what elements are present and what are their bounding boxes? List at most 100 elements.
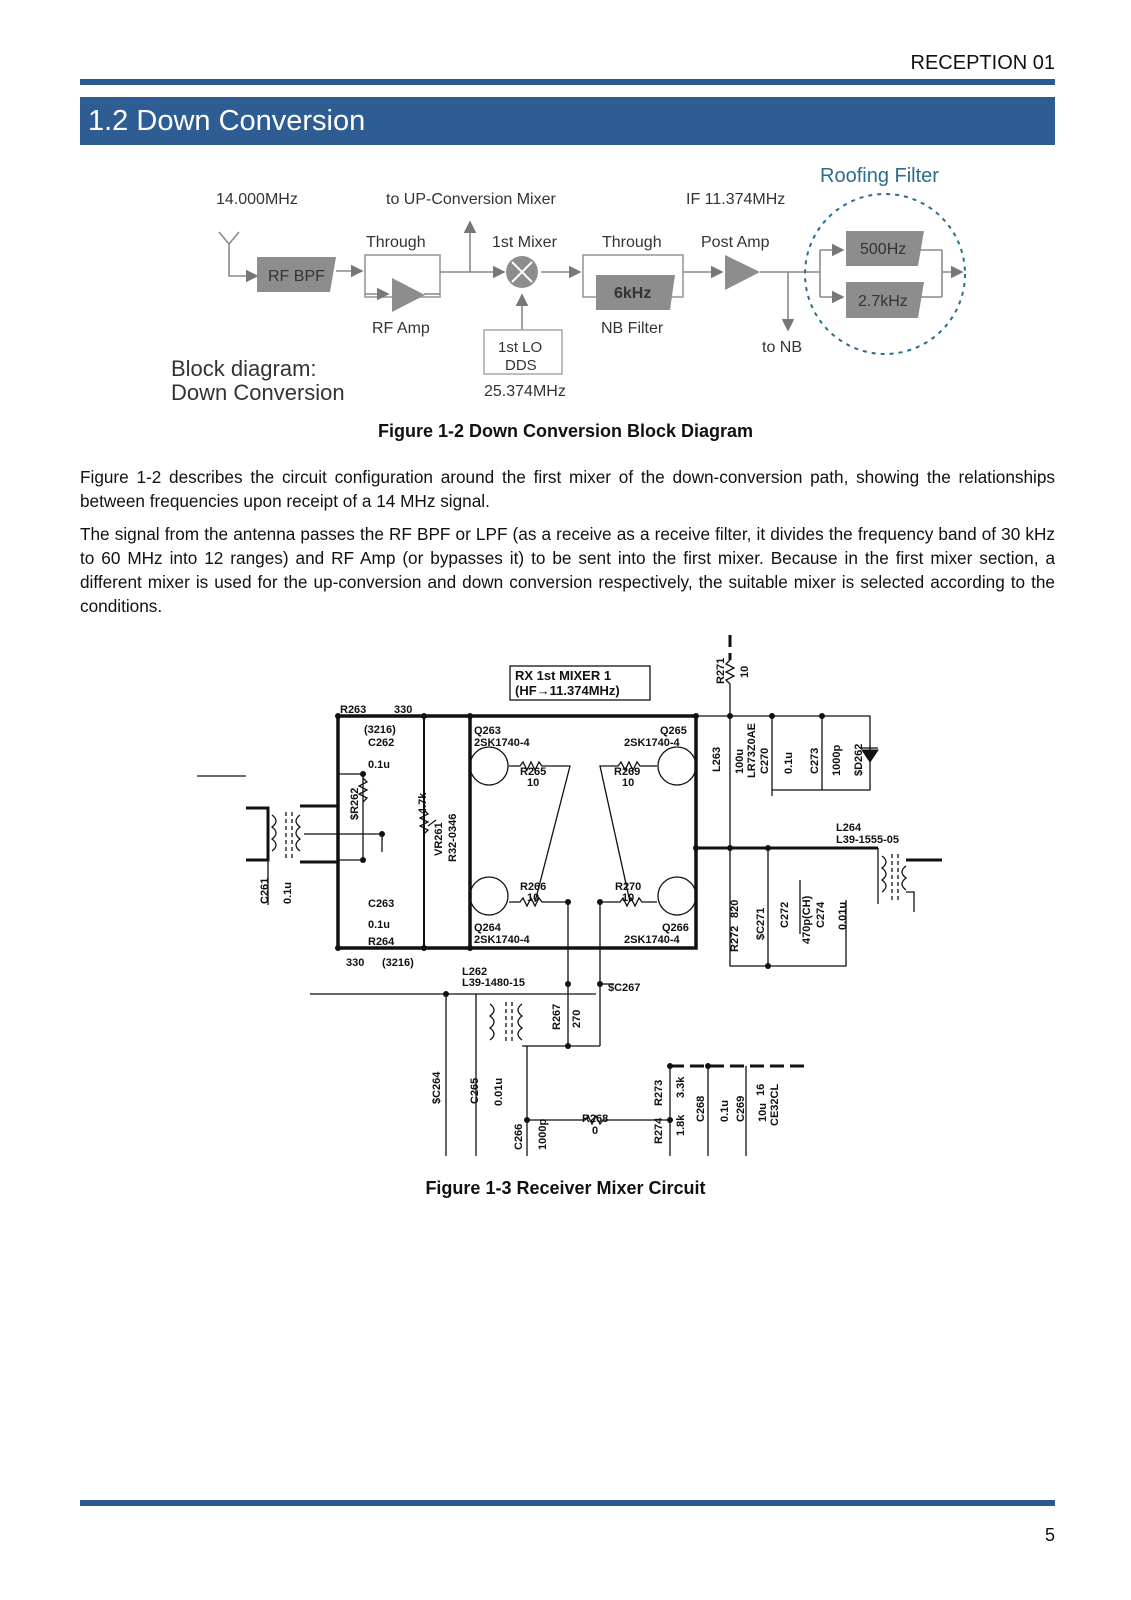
- vr261-value: 4.7k: [417, 792, 429, 814]
- freq-in-label: 14.000MHz: [216, 191, 298, 208]
- paragraph-1: Figure 1-2 describes the circuit configu…: [80, 467, 1055, 511]
- r267-value: 270: [571, 1010, 583, 1028]
- lo-line2: DDS: [505, 357, 537, 374]
- q266-part: 2SK1740-4: [624, 934, 681, 946]
- q263-part: 2SK1740-4: [474, 737, 531, 749]
- r270-value: 10: [622, 892, 634, 904]
- r270-label: R270: [615, 881, 641, 893]
- vr261-label: VR261: [433, 822, 445, 856]
- r273-value: 3.3k: [675, 1076, 687, 1098]
- q263-label: Q263: [474, 725, 501, 737]
- c263-label: C263: [368, 898, 394, 910]
- c273-value: 1000p: [831, 745, 843, 776]
- r264-pkg: (3216): [382, 957, 414, 969]
- rf-amp-label: RF Amp: [372, 320, 430, 337]
- q264-label: Q264: [474, 922, 502, 934]
- r271-value: 10: [739, 666, 751, 678]
- roof-27-label: 2.7kHz: [858, 293, 908, 310]
- l262-part: L39-1480-15: [462, 977, 525, 989]
- c269-voltage: 16: [755, 1084, 767, 1096]
- figure-1-2-caption: Figure 1-2 Down Conversion Block Diagram: [377, 421, 754, 441]
- c261-value: 0.1u: [282, 882, 294, 904]
- c266-value: 1000p: [537, 1119, 549, 1150]
- schem-title-1: RX 1st MIXER 1: [515, 668, 611, 683]
- c266-label: C266: [513, 1124, 525, 1150]
- nb-filter-label: NB Filter: [601, 320, 664, 337]
- c274-value: 0.01u: [837, 902, 849, 930]
- roofing-filter-label: Roofing Filter: [820, 165, 939, 187]
- c273-label: C273: [809, 748, 821, 774]
- c265-label: C265: [469, 1078, 481, 1104]
- section-tag: RECEPTION 01: [910, 52, 1055, 74]
- c269-value: 10u: [757, 1103, 769, 1122]
- c272-label: C272: [779, 902, 791, 928]
- l263-label: L263: [711, 747, 723, 772]
- to-up-mixer-label: to UP-Conversion Mixer: [386, 191, 557, 208]
- r263-label: R263: [340, 704, 366, 716]
- c262-value: 0.1u: [368, 759, 390, 771]
- c270-label: C270: [759, 748, 771, 774]
- c268-label: C268: [695, 1096, 707, 1122]
- r269-value: 10: [622, 777, 634, 789]
- q266-label: Q266: [662, 922, 689, 934]
- c269-label: C269: [735, 1096, 747, 1122]
- r266-label: R266: [520, 881, 546, 893]
- r263-pkg: (3216): [364, 724, 396, 736]
- l263-part: LR73Z0AE: [746, 723, 758, 778]
- diagram-side-title-1: Block diagram:: [171, 356, 317, 381]
- body-text: Figure 1-2 describes the circuit configu…: [80, 465, 1055, 627]
- sr262-label: $R262: [349, 788, 361, 820]
- r274-label: R274: [653, 1117, 665, 1144]
- through2-label: Through: [602, 234, 662, 251]
- figure-1-3-caption: Figure 1-3 Receiver Mixer Circuit: [425, 1178, 706, 1198]
- lo-freq-label: 25.374MHz: [484, 383, 566, 400]
- nb-6k-label: 6kHz: [614, 285, 651, 302]
- sc267-label: $C267: [608, 982, 640, 994]
- top-rule: [80, 79, 1055, 85]
- l263-value: 100u: [734, 749, 746, 774]
- lo-line1: 1st LO: [498, 339, 542, 356]
- r264-label: R264: [368, 936, 395, 948]
- q264-part: 2SK1740-4: [474, 934, 531, 946]
- c265-value: 0.01u: [493, 1078, 505, 1106]
- bottom-rule: [80, 1500, 1055, 1506]
- mixer-schematic: RX 1st MIXER 1 (HF→11.374MHz) R263 330 (…: [197, 635, 942, 1156]
- sd262-label: $D262: [853, 744, 865, 776]
- schem-title-2: (HF→11.374MHz): [515, 683, 620, 698]
- l264-part: L39-1555-05: [836, 834, 899, 846]
- roof-500-label: 500Hz: [860, 241, 906, 258]
- paragraph-2: The signal from the antenna passes the R…: [80, 524, 1055, 616]
- c269-part: CE32CL: [769, 1084, 781, 1126]
- q265-label: Q265: [660, 725, 687, 737]
- c272-value: 470p(CH): [801, 895, 813, 944]
- r265-label: R265: [520, 766, 546, 778]
- r267-label: R267: [551, 1004, 563, 1030]
- section-title: 1.2 Down Conversion: [80, 97, 1055, 145]
- block-diagram: RF BPF 6kHz 500Hz 2.7kHz 14.000MHz to UP…: [171, 165, 966, 405]
- r263-value: 330: [394, 704, 412, 716]
- diagram-side-title-2: Down Conversion: [171, 380, 345, 405]
- first-mixer-label: 1st Mixer: [492, 234, 558, 251]
- q265-part: 2SK1740-4: [624, 737, 681, 749]
- r273-label: R273: [653, 1080, 665, 1106]
- sc271-label: $C271: [755, 908, 767, 940]
- c261-label: C261: [259, 878, 271, 904]
- if-freq-label: IF 11.374MHz: [686, 191, 785, 208]
- vr261-part: R32-0346: [447, 814, 459, 862]
- r272-value: 820: [729, 900, 741, 918]
- r266-value: 10: [527, 892, 539, 904]
- r268-value: 0: [592, 1125, 598, 1137]
- post-amp-label: Post Amp: [701, 234, 770, 251]
- c262-label: C262: [368, 737, 394, 749]
- page-number: 5: [1044, 1525, 1055, 1545]
- r268-label: R268: [582, 1113, 608, 1125]
- r274-value: 1.8k: [675, 1114, 687, 1136]
- c274-label: C274: [815, 901, 827, 928]
- r269-label: R269: [614, 766, 640, 778]
- c270-value: 0.1u: [783, 752, 795, 774]
- l262-label: L262: [462, 966, 487, 978]
- to-nb-label: to NB: [762, 339, 802, 356]
- c263-value: 0.1u: [368, 919, 390, 931]
- c268-value: 0.1u: [719, 1100, 731, 1122]
- r272-label: R272: [729, 926, 741, 952]
